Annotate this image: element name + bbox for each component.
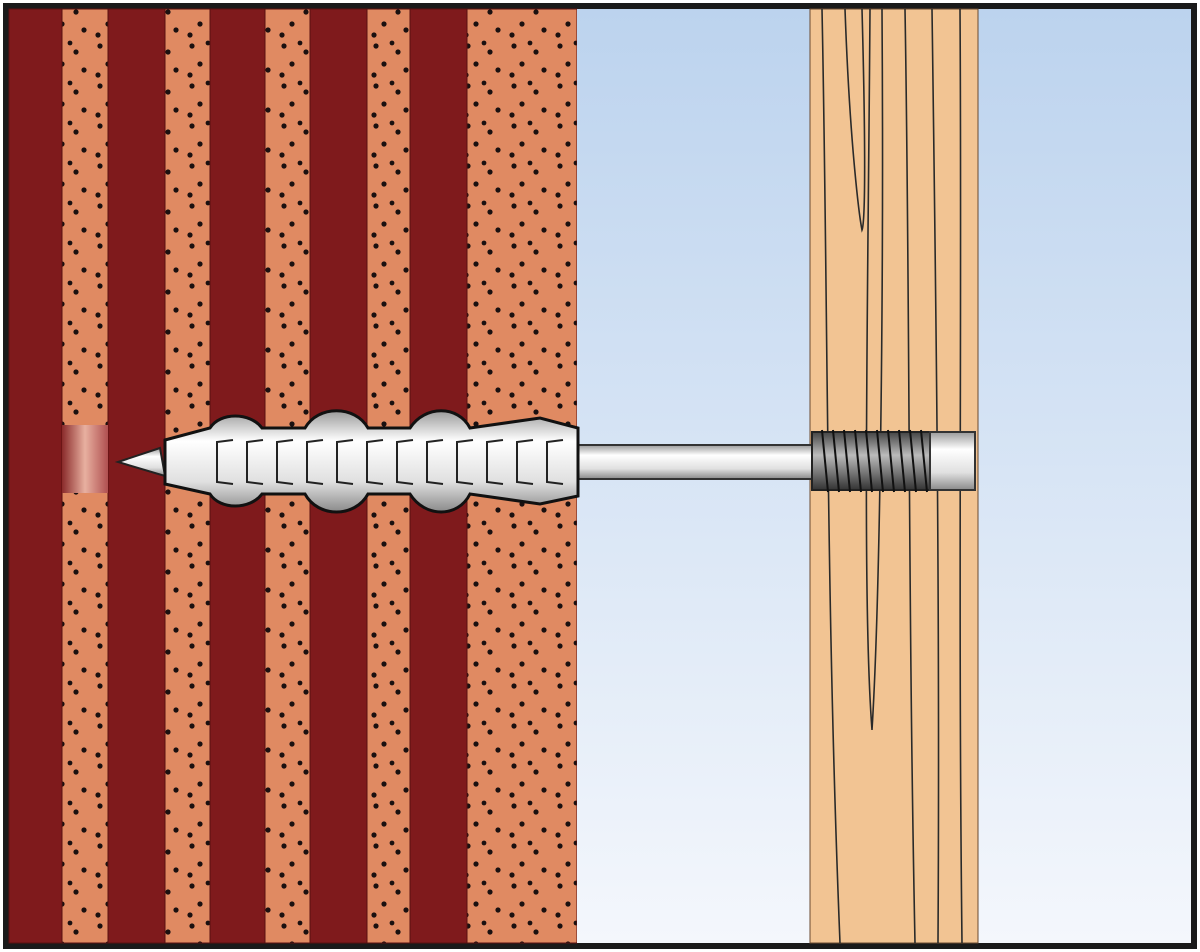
anchor-rib [486,439,504,485]
anchor-rib [366,439,384,485]
brick-web [8,8,63,944]
thread-line [832,429,840,493]
anchor-rib [426,439,444,485]
thread-line [854,429,862,493]
thread-line [843,429,851,493]
anchor-rib [336,439,354,485]
screw-rod [574,429,976,493]
thread-line [821,429,829,493]
thread-line [887,429,895,493]
anchor-rib [546,439,564,485]
thread-line [876,429,884,493]
anchor-rib [246,439,264,485]
anchor-rib [276,439,294,485]
thread-line [898,429,906,493]
plastic-anchor [114,409,580,514]
thread-line [865,429,873,493]
thread-line [909,429,917,493]
brick-web [107,8,166,944]
air-gap-right [978,9,1191,943]
anchor-rib [456,439,474,485]
screw-tip [114,446,167,478]
drill-hole [62,425,108,493]
anchor-rib [516,439,534,485]
anchor-rib [216,439,234,485]
anchor-rib [306,439,324,485]
anchor-rib [396,439,414,485]
thread-line [920,429,928,493]
